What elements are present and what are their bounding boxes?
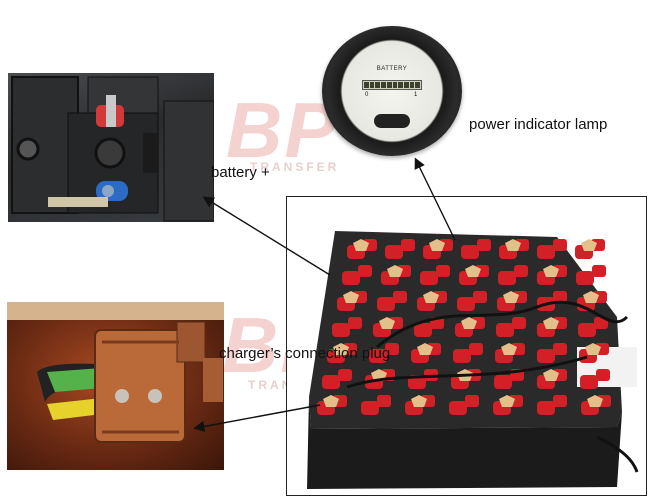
cell-cap <box>473 291 487 303</box>
label-battery-plus: battery + <box>211 164 270 181</box>
connector-plate <box>387 265 403 277</box>
cell-cap <box>332 323 350 337</box>
cell-cap <box>537 349 555 363</box>
cell-cap <box>377 395 391 407</box>
cell-cap <box>594 317 608 329</box>
cell-cap <box>322 375 340 389</box>
arrow-icon <box>414 157 456 241</box>
connector-plate <box>585 343 601 355</box>
cell-cap <box>414 323 432 337</box>
connector-plate <box>417 343 433 355</box>
connector-plate <box>465 265 481 277</box>
cell-cap <box>393 291 407 303</box>
arrow-icon <box>202 196 331 276</box>
connector-plate <box>587 395 603 407</box>
connector-plate <box>429 239 445 251</box>
battery-gauge-icon: BATTERY 0 1 <box>322 26 462 156</box>
cell-cap <box>453 349 471 363</box>
cell-cap <box>385 245 403 259</box>
cell-cap <box>369 349 387 363</box>
cell-cap <box>361 401 379 415</box>
connector-plate <box>379 317 395 329</box>
watermark-logo: BP <box>226 86 339 174</box>
cell-cap <box>477 239 491 251</box>
cell-cap <box>498 271 516 285</box>
charger-plug-photo <box>7 302 224 470</box>
cell-cap <box>592 265 606 277</box>
battery-pack-photo <box>307 231 639 489</box>
cell-cap <box>342 271 360 285</box>
watermark-tagline: TRANSFER <box>250 160 340 174</box>
gauge-title: BATTERY <box>376 66 408 72</box>
connector-plate <box>505 239 521 251</box>
cell-cap <box>553 343 567 355</box>
label-power-indicator: power indicator lamp <box>469 116 608 133</box>
cable <box>376 300 629 349</box>
cell-cap <box>348 317 362 329</box>
cell-cap <box>469 343 483 355</box>
cable <box>596 435 639 473</box>
cable <box>346 355 588 389</box>
connector-plate <box>323 395 339 407</box>
cell-cap <box>420 271 438 285</box>
gauge-scale-empty: 0 <box>365 92 369 98</box>
connector-plate <box>499 395 515 407</box>
cell-cap <box>514 265 528 277</box>
cell-cap <box>596 369 610 381</box>
cell-cap <box>576 271 594 285</box>
connector-plate <box>581 239 597 251</box>
cell-cap <box>512 317 526 329</box>
cell-cap <box>496 323 514 337</box>
cell-cap <box>449 401 467 415</box>
connector-plate <box>353 239 369 251</box>
cell-cap <box>537 245 555 259</box>
connector-plate <box>543 369 559 381</box>
cell-cap <box>580 375 598 389</box>
gauge-scale-full: 1 <box>414 92 418 98</box>
cell-cap <box>436 265 450 277</box>
connector-plate <box>583 291 599 303</box>
connector-plate <box>501 343 517 355</box>
cell-cap <box>358 265 372 277</box>
cell-cap <box>401 239 415 251</box>
gauge-level-bar <box>362 80 422 90</box>
cell-cap <box>553 291 567 303</box>
connector-plate <box>343 291 359 303</box>
connector-plate <box>333 343 349 355</box>
connector-plate <box>543 317 559 329</box>
cell-cap <box>465 395 479 407</box>
cell-cap <box>553 395 567 407</box>
connector-plate <box>423 291 439 303</box>
connector-plate <box>461 317 477 329</box>
cell-cap <box>578 323 596 337</box>
cell-cap <box>537 401 555 415</box>
cell-cap <box>494 375 512 389</box>
gauge-logo <box>374 114 410 128</box>
cell-cap <box>553 239 567 251</box>
battery-pack-frame <box>286 196 647 496</box>
label-charger-plug: charger’s connection plug <box>219 345 391 362</box>
cell-cap <box>461 245 479 259</box>
battery-terminal-photo <box>8 73 214 222</box>
cell-cap <box>338 369 352 381</box>
connector-plate <box>411 395 427 407</box>
connector-plate <box>503 291 519 303</box>
arrow-icon <box>193 404 321 432</box>
battery-tray-front <box>307 397 622 489</box>
cell-cap <box>385 343 399 355</box>
cell-cap <box>457 297 475 311</box>
cell-cap <box>377 297 395 311</box>
connector-plate <box>543 265 559 277</box>
